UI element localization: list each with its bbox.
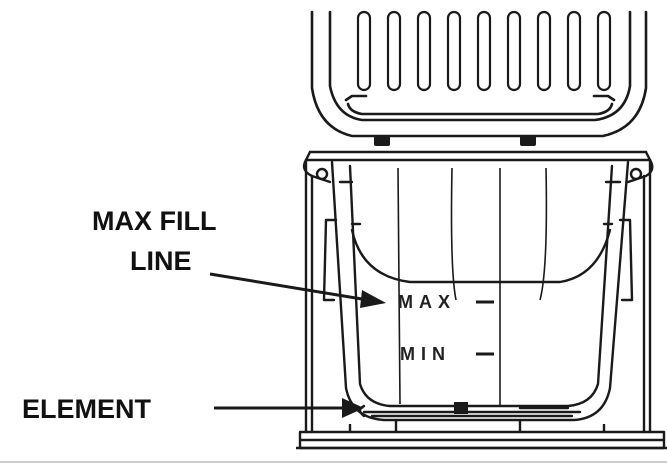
fryer-base: [296, 420, 667, 448]
fryer-pot: [304, 152, 652, 432]
max-fill-line-label-line2: LINE: [130, 246, 192, 276]
max-fill-arrow: [210, 274, 386, 308]
min-mark-label: MIN: [400, 344, 451, 364]
max-fill-line-label-line1: MAX FILL: [92, 206, 216, 236]
max-mark-label: MAX: [398, 292, 456, 312]
element-arrow: [214, 398, 364, 418]
heating-element: [360, 402, 580, 416]
handle-slots: [358, 12, 610, 90]
handle-hinges: [374, 136, 536, 146]
element-label: ELEMENT: [22, 394, 152, 424]
pot-ribs: [398, 168, 546, 406]
